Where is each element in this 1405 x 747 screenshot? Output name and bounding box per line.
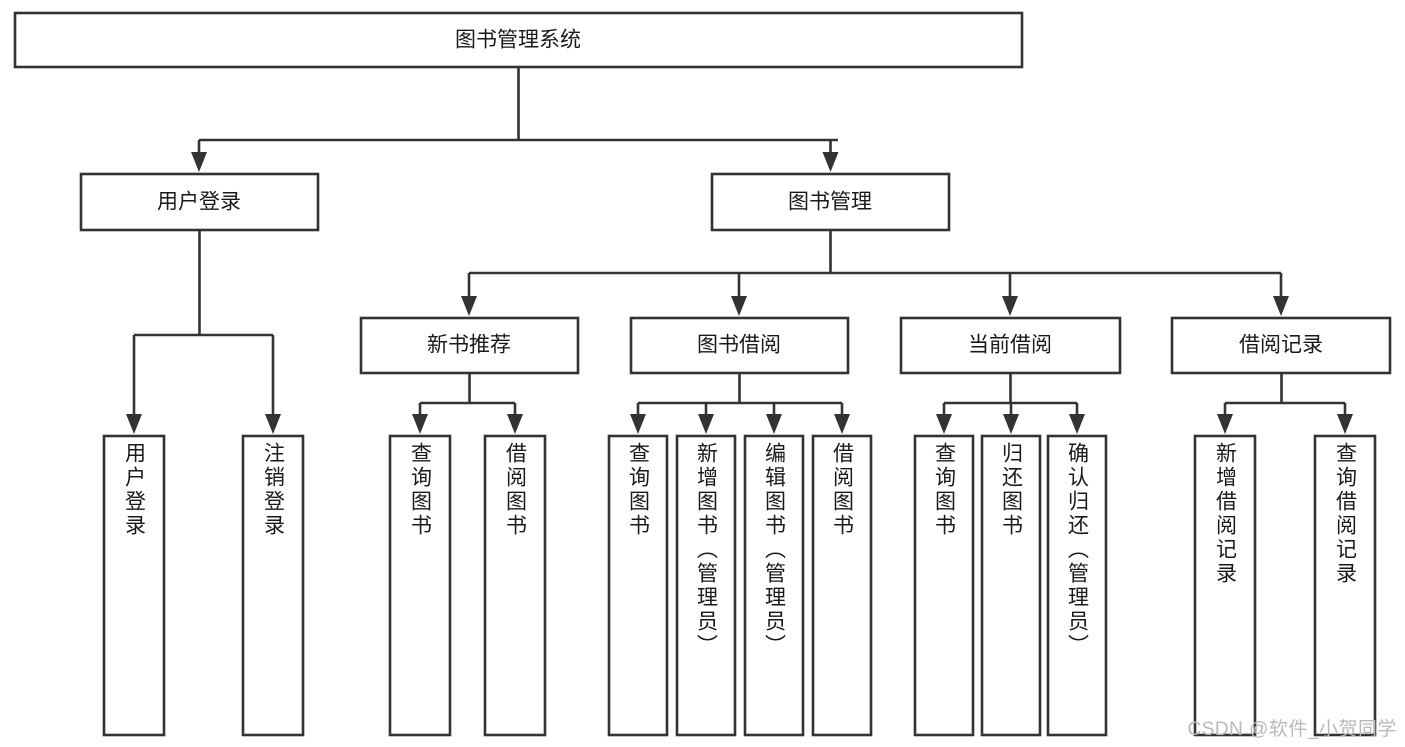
leaf-rc-query-record-label: 查询借阅记录 bbox=[1333, 442, 1357, 586]
leaf-bw-edit-book-admin-text-area: 编辑图书（管理员） bbox=[762, 442, 786, 658]
node-user-login-box bbox=[79, 172, 320, 232]
arrow-head-login bbox=[191, 152, 207, 172]
leaf-logout[interactable]: 注销登录 bbox=[241, 434, 305, 737]
leaf-nb-query-books-box bbox=[388, 434, 452, 737]
leaf-bw-query-books-text-area: 查询图书 bbox=[626, 442, 650, 538]
leaf-cb-return-books-label: 归还图书 bbox=[999, 442, 1023, 538]
node-root-box bbox=[13, 11, 1024, 69]
node-book-management-box bbox=[710, 172, 951, 232]
leaf-bw-borrow-books[interactable]: 借阅图书 bbox=[811, 434, 873, 737]
leaf-cb-query-books[interactable]: 查询图书 bbox=[913, 434, 975, 737]
leaf-bw-add-book-admin-box bbox=[675, 434, 737, 737]
leaf-cb-query-books-label: 查询图书 bbox=[932, 442, 956, 538]
node-new-book-recommend[interactable]: 新书推荐 bbox=[359, 316, 580, 375]
leaf-cb-return-books-box bbox=[980, 434, 1042, 737]
node-user-login-label: 用户登录 bbox=[157, 191, 241, 214]
arrow-head-records bbox=[1273, 296, 1289, 316]
node-root[interactable]: 图书管理系统 bbox=[13, 11, 1024, 69]
leaf-rc-query-record-text-area: 查询借阅记录 bbox=[1333, 442, 1357, 586]
leaf-user-login-label: 用户登录 bbox=[122, 442, 146, 538]
node-book-borrow[interactable]: 图书借阅 bbox=[629, 316, 850, 375]
leaf-cb-confirm-return-admin-label: 确认归还（管理员） bbox=[1065, 442, 1089, 658]
leaf-rc-add-record-box bbox=[1193, 434, 1257, 737]
leaf-cb-confirm-return-admin-text-area: 确认归还（管理员） bbox=[1065, 442, 1089, 658]
arrow-head-rc-add bbox=[1217, 414, 1233, 434]
leaf-nb-query-books-label: 查询图书 bbox=[408, 442, 432, 538]
leaf-rc-query-record-box bbox=[1313, 434, 1377, 737]
node-borrow-records[interactable]: 借阅记录 bbox=[1170, 316, 1392, 375]
arrow-head-bw-query bbox=[630, 414, 646, 434]
arrow-head-cb-query bbox=[936, 414, 952, 434]
node-book-borrow-label: 图书借阅 bbox=[697, 334, 781, 357]
arrow-head-nb-query bbox=[412, 414, 428, 434]
node-book-borrow-box bbox=[629, 316, 850, 375]
leaf-cb-return-books[interactable]: 归还图书 bbox=[980, 434, 1042, 737]
leaf-nb-query-books[interactable]: 查询图书 bbox=[388, 434, 452, 737]
leaf-bw-query-books[interactable]: 查询图书 bbox=[607, 434, 669, 737]
leaf-bw-edit-book-admin[interactable]: 编辑图书（管理员） bbox=[743, 434, 805, 737]
leaf-nb-borrow-books-text-area: 借阅图书 bbox=[503, 442, 527, 538]
arrow-head-bw-edit bbox=[766, 414, 782, 434]
leaf-nb-borrow-books-label: 借阅图书 bbox=[503, 442, 527, 538]
node-current-borrow-box bbox=[899, 316, 1122, 375]
leaf-nb-query-books-text-area: 查询图书 bbox=[408, 442, 432, 538]
node-user-login[interactable]: 用户登录 bbox=[79, 172, 320, 232]
leaf-logout-text-area: 注销登录 bbox=[261, 442, 285, 538]
node-new-book-recommend-box bbox=[359, 316, 580, 375]
leaf-bw-add-book-admin[interactable]: 新增图书（管理员） bbox=[675, 434, 737, 737]
arrow-head-leaf-user-login bbox=[126, 414, 142, 434]
leaf-bw-borrow-books-text-area: 借阅图书 bbox=[830, 442, 854, 538]
arrow-head-nb-borrow bbox=[507, 414, 523, 434]
node-borrow-records-label: 借阅记录 bbox=[1239, 334, 1323, 357]
leaf-bw-add-book-admin-text-area: 新增图书（管理员） bbox=[694, 442, 718, 658]
leaf-bw-add-book-admin-label: 新增图书（管理员） bbox=[694, 442, 718, 658]
arrow-head-bw-borrow bbox=[834, 414, 850, 434]
node-book-management-label: 图书管理 bbox=[788, 191, 872, 214]
leaf-cb-query-books-box bbox=[913, 434, 975, 737]
arrow-head-new-books bbox=[461, 296, 477, 316]
arrow-head-bw-add bbox=[698, 414, 714, 434]
arrow-head-cb-return bbox=[1003, 414, 1019, 434]
leaf-nb-borrow-books[interactable]: 借阅图书 bbox=[483, 434, 547, 737]
leaf-bw-borrow-books-label: 借阅图书 bbox=[830, 442, 854, 538]
node-current-borrow[interactable]: 当前借阅 bbox=[899, 316, 1122, 375]
leaf-rc-add-record[interactable]: 新增借阅记录 bbox=[1193, 434, 1257, 737]
arrow-head-leaf-logout bbox=[265, 414, 281, 434]
leaf-bw-query-books-box bbox=[607, 434, 669, 737]
leaf-bw-borrow-books-box bbox=[811, 434, 873, 737]
leaf-cb-return-books-text-area: 归还图书 bbox=[999, 442, 1023, 538]
leaf-rc-add-record-label: 新增借阅记录 bbox=[1213, 442, 1237, 586]
leaf-user-login[interactable]: 用户登录 bbox=[102, 434, 166, 737]
node-root-label: 图书管理系统 bbox=[455, 29, 581, 52]
arrow-head-rc-query bbox=[1337, 414, 1353, 434]
leaf-nb-borrow-books-box bbox=[483, 434, 547, 737]
leaf-cb-query-books-text-area: 查询图书 bbox=[932, 442, 956, 538]
arrow-head-borrow bbox=[731, 296, 747, 316]
leaf-bw-edit-book-admin-box bbox=[743, 434, 805, 737]
arrow-head-cb-confirm bbox=[1069, 414, 1085, 434]
leaf-logout-box bbox=[241, 434, 305, 737]
connector-layer bbox=[126, 67, 1353, 434]
leaf-user-login-text-area: 用户登录 bbox=[122, 442, 146, 538]
arrow-head-current bbox=[1002, 296, 1018, 316]
leaf-logout-label: 注销登录 bbox=[261, 442, 285, 538]
leaf-bw-query-books-label: 查询图书 bbox=[626, 442, 650, 538]
node-current-borrow-label: 当前借阅 bbox=[968, 334, 1052, 357]
node-new-book-recommend-label: 新书推荐 bbox=[427, 334, 511, 357]
leaf-cb-confirm-return-admin-box bbox=[1046, 434, 1108, 737]
node-book-management[interactable]: 图书管理 bbox=[710, 172, 951, 232]
leaf-rc-query-record[interactable]: 查询借阅记录 bbox=[1313, 434, 1377, 737]
leaf-cb-confirm-return-admin[interactable]: 确认归还（管理员） bbox=[1046, 434, 1108, 737]
leaf-bw-edit-book-admin-label: 编辑图书（管理员） bbox=[762, 442, 786, 658]
arrow-head-bookmgmt bbox=[822, 152, 839, 172]
node-borrow-records-box bbox=[1170, 316, 1392, 375]
leaf-rc-add-record-text-area: 新增借阅记录 bbox=[1213, 442, 1237, 586]
leaf-user-login-box bbox=[102, 434, 166, 737]
